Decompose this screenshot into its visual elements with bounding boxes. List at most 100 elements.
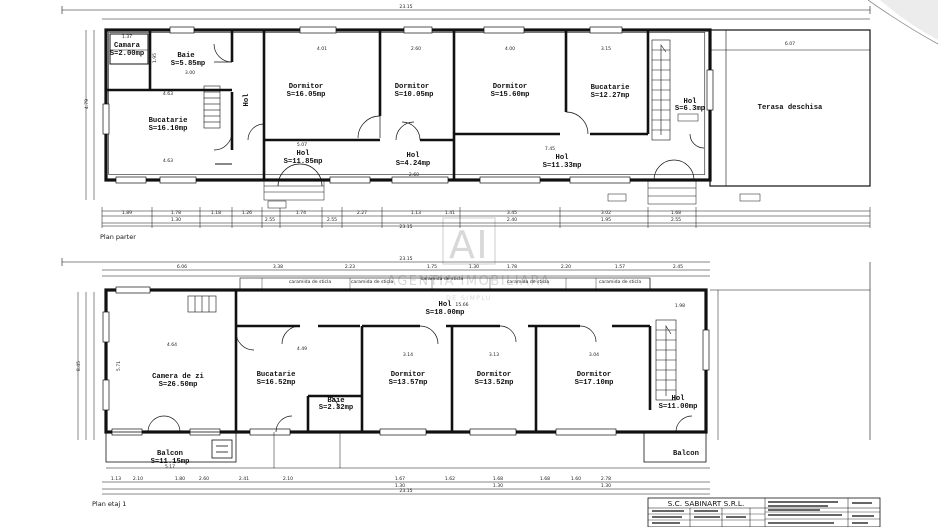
dim-label: 4.00 (505, 46, 515, 52)
dim-label: 1.78 (507, 264, 517, 270)
dim-label: 1.30 (395, 483, 405, 489)
room-name-camera-de-zi: Camera de zi (152, 373, 204, 381)
room-area-hol-scara-etaj: S=11.00mp (659, 403, 698, 411)
dim-label: 8.45 (76, 361, 82, 371)
dim-label: 5.71 (116, 361, 122, 371)
dim-label: 2.60 (199, 476, 209, 482)
dim-label: 2.60 (409, 172, 419, 178)
note-glass-brick: caramida de sticla (599, 279, 641, 285)
room-area-bucatarie-etaj: S=16.52mp (257, 379, 296, 387)
first-floor-title: Plan etaj 1 (92, 500, 126, 508)
room-area-dormitor-2: S=10.05mp (395, 91, 434, 99)
room-name-baie-etaj: Baie (327, 397, 344, 405)
room-name-hol-scara-etaj: Hol (672, 395, 686, 403)
dim-label: 5.07 (297, 142, 307, 148)
dim-label: 1.89 (122, 210, 132, 216)
first-floor-labels: Plan etaj 1 Hol S=18.00mp Camera de zi S… (76, 256, 699, 508)
title-block-company: S.C. SABINART S.R.L. (668, 499, 745, 508)
room-area-hol-2: S=4.24mp (396, 160, 431, 168)
dim-label: 1.98 (675, 303, 685, 309)
dim-label: 1.13 (411, 210, 421, 216)
note-glass-brick: caramida de sticla (421, 276, 463, 282)
room-name-hol-2: Hol (407, 152, 421, 160)
dim-label: 3.15 (601, 46, 611, 52)
room-name-hol-1: Hol (297, 150, 311, 158)
dim-overall-top-etaj: 23.15 (399, 256, 412, 262)
note-glass-brick: caramida de sticla (351, 279, 393, 285)
dim-label: 15.66 (455, 302, 468, 308)
room-name-dormitor-1: Dormitor (289, 83, 324, 91)
dim-label: 1.30 (469, 264, 479, 270)
dim-label: 6.06 (177, 264, 187, 270)
room-area-balcon-1: S=11.15mp (151, 458, 190, 466)
room-area-baie-etaj: S=2.32mp (319, 404, 354, 412)
dim-label: 3.38 (273, 264, 283, 270)
dim-label: 2.23 (345, 264, 355, 270)
dim-label: 1.67 (395, 476, 405, 482)
room-area-camera-de-zi: S=26.50mp (159, 381, 198, 389)
watermark-logo: AI (449, 223, 489, 267)
dim-label: 2.55 (327, 217, 337, 223)
room-area-hol-etaj: S=18.00mp (426, 309, 465, 317)
dim-label: 2.78 (601, 476, 611, 482)
dim-label: 4.63 (163, 158, 173, 164)
room-name-dormitor-3: Dormitor (493, 83, 528, 91)
dim-label: 1.62 (445, 476, 455, 482)
dim-label: 1.13 (111, 476, 121, 482)
room-area-dormitor-1: S=16.05mp (287, 91, 326, 99)
note-glass-brick: caramida de sticla (507, 279, 549, 285)
first-floor-plan (61, 258, 871, 495)
dim-label: 1.30 (493, 483, 503, 489)
dim-label: 1.95 (601, 217, 611, 223)
dim-label: 2.45 (673, 264, 683, 270)
dim-label: 1.18 (211, 210, 221, 216)
title-block: S.C. SABINART S.R.L. (647, 497, 881, 527)
dim-label: 1.68 (493, 476, 503, 482)
dim-label: 2.10 (133, 476, 143, 482)
ground-floor-title: Plan parter (100, 233, 136, 241)
dim-label: 2.20 (561, 264, 571, 270)
dim-label: 1.26 (242, 210, 252, 216)
room-area-bucatarie-2: S=12.27mp (591, 92, 630, 100)
ground-floor-labels: Plan parter Camara S=2.00mp Baie S=5.85m… (84, 4, 823, 241)
room-name-camara: Camara (114, 42, 141, 50)
room-name-hol-3: Hol (556, 154, 570, 162)
dim-label: 1.78 (171, 210, 181, 216)
dim-overall-bottom-etaj: 23.15 (399, 488, 412, 494)
room-area-hol-3: S=11.33mp (543, 162, 582, 170)
dim-label: 2.55 (265, 217, 275, 223)
room-area-dormitor-3: S=15.60mp (491, 91, 530, 99)
dim-label: 2.41 (239, 476, 249, 482)
room-area-dormitor-etaj-3: S=17.10mp (575, 379, 614, 387)
dim-label: 4.01 (317, 46, 327, 52)
dim-label: 3.45 (507, 210, 517, 216)
dim-label: 2.10 (283, 476, 293, 482)
dim-label: 5.17 (165, 464, 175, 470)
dim-label: 7.45 (545, 146, 555, 152)
watermark-tagline: DE SIMPLU (446, 295, 492, 302)
dim-label: 1.57 (615, 264, 625, 270)
room-name-bucatarie-2: Bucatarie (591, 84, 630, 92)
room-name-hol-vertical: Hol (243, 93, 251, 107)
room-name-hol-etaj: Hol (439, 301, 453, 309)
room-name-dormitor-etaj-1: Dormitor (391, 371, 426, 379)
dim-overall-bottom: 23.15 (399, 224, 412, 230)
room-area-dormitor-etaj-1: S=13.57mp (389, 379, 428, 387)
dim-label: 1.80 (175, 476, 185, 482)
room-area-hol-scara: S=6.3mp (675, 105, 705, 113)
dim-label: 3.13 (489, 352, 499, 358)
dim-label: 3.00 (185, 70, 195, 76)
dim-label: 2.55 (671, 217, 681, 223)
dim-label: 1.68 (540, 476, 550, 482)
dim-label: 2.27 (357, 210, 367, 216)
dim-label: 4.63 (163, 91, 173, 97)
dim-label: 1.75 (427, 264, 437, 270)
room-name-dormitor-etaj-3: Dormitor (577, 371, 612, 379)
dim-label: 1.95 (152, 53, 158, 63)
dim-label: 4.64 (167, 342, 177, 348)
dim-label: 1.41 (445, 210, 455, 216)
room-name-dormitor-etaj-2: Dormitor (477, 371, 512, 379)
dim-label: 3.02 (601, 210, 611, 216)
note-glass-brick: caramida de sticla (289, 279, 331, 285)
room-name-terasa: Terasa deschisa (758, 104, 823, 112)
